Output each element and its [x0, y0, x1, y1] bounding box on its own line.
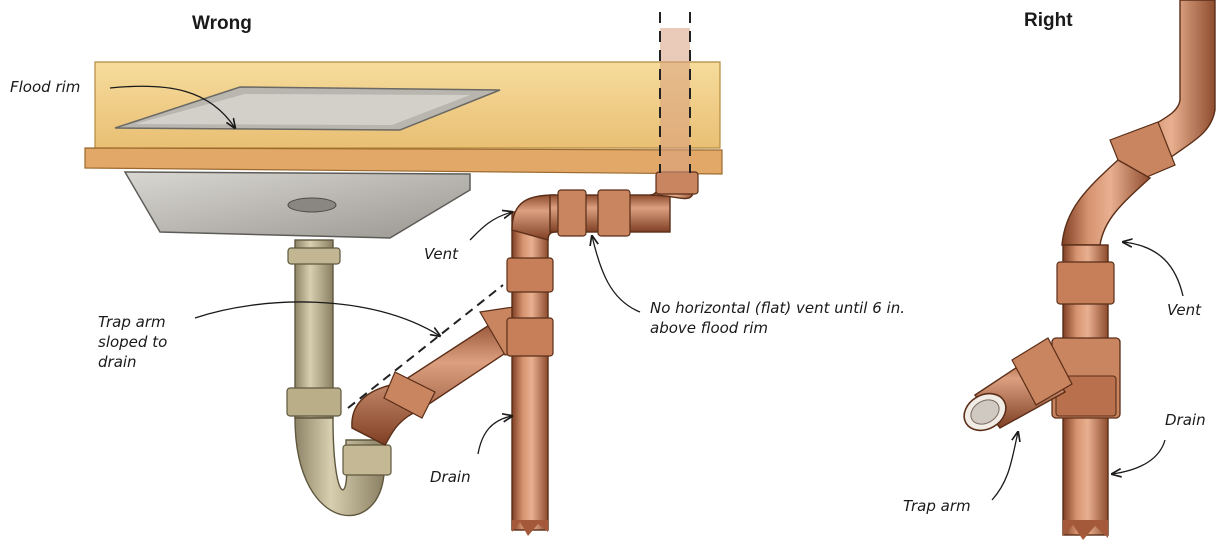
p-trap: [287, 240, 391, 516]
wrong-panel-title: Wrong: [192, 13, 252, 35]
right-panel-art: [957, 0, 1215, 540]
right-panel-title: Right: [1024, 10, 1073, 32]
countertop-edge: [85, 148, 722, 174]
no-horizontal-vent-label: No horizontal (flat) vent until 6 in. ab…: [650, 298, 910, 338]
sink-drain-hole: [288, 198, 336, 212]
right-vent-label: Vent: [1167, 300, 1201, 320]
vent-arrow: [470, 212, 512, 240]
wrong-stack: [507, 195, 555, 536]
right-drain-arrow: [1112, 440, 1165, 474]
right-trap-arm-arrow: [992, 432, 1018, 500]
right-drain-label: Drain: [1165, 410, 1206, 430]
vent-label: Vent: [424, 244, 458, 264]
flat-vent-arrow: [592, 236, 640, 312]
wrong-panel-art: [85, 12, 722, 536]
right-trap-arm: [957, 338, 1072, 438]
trap-arm-label: Trap arm sloped to drain: [98, 312, 198, 372]
right-trap-arm-label: Trap arm: [903, 496, 971, 516]
flood-rim-label: Flood rim: [10, 77, 80, 97]
drain-arrow: [478, 416, 512, 454]
drain-label: Drain: [430, 467, 471, 487]
hidden-vent-riser: [660, 12, 690, 173]
flat-vent: [550, 172, 698, 236]
right-vent-arrow: [1123, 242, 1183, 296]
